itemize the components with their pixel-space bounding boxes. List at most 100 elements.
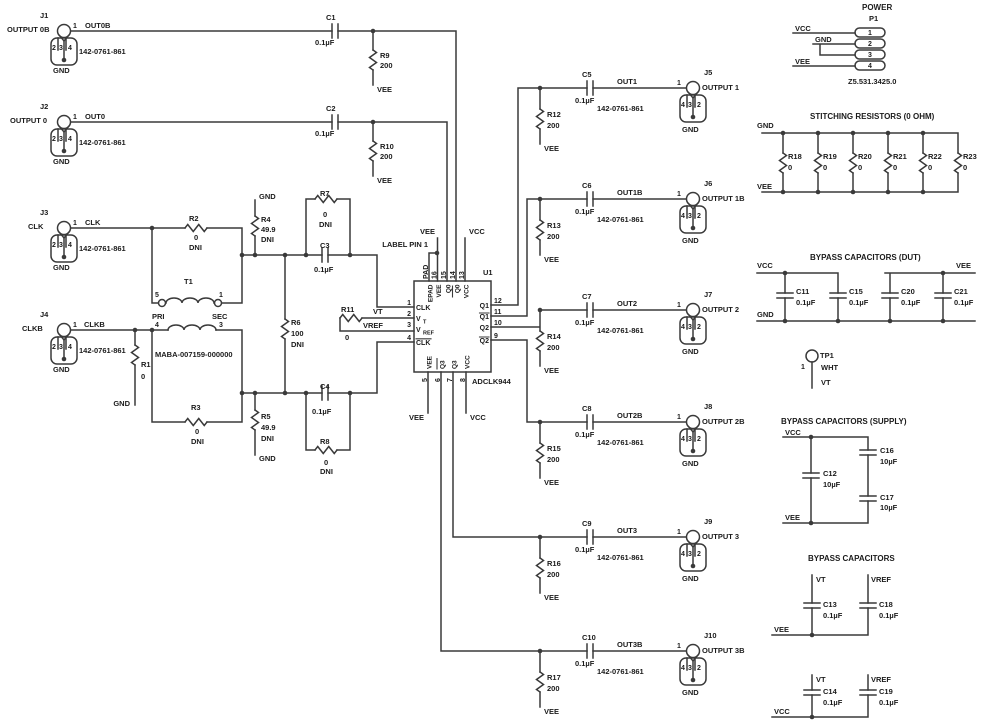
pin2-j3: 2	[52, 242, 56, 249]
dni-r5: DNI	[261, 434, 274, 443]
pin2-j7: 2	[697, 324, 701, 331]
part-t1: MABA-007159-000000	[155, 350, 233, 359]
pin3-j8: 3	[688, 436, 692, 443]
value-r9: 200	[380, 61, 393, 70]
pin2-j9: 2	[697, 551, 701, 558]
ref-r9: R9	[380, 51, 390, 60]
t1-pin1: 1	[219, 292, 223, 299]
pin-name-vt-sub: T	[423, 320, 427, 326]
pin1-j8: 1	[677, 414, 681, 421]
ref-j6: J6	[704, 179, 712, 188]
p1-pin4-pad	[854, 60, 886, 71]
junction-dots	[239, 252, 353, 396]
ref-j2: J2	[40, 102, 48, 111]
pin4-j6: 4	[681, 213, 685, 220]
label-j4: CLKB	[22, 324, 43, 333]
ref-c19: C19	[879, 687, 893, 696]
gnd-label: GND	[682, 125, 699, 134]
net-vt: VT	[816, 675, 826, 684]
pin1-j5: 1	[677, 80, 681, 87]
ref-c17: C17	[880, 493, 894, 502]
value-c3: 0.1µF	[314, 265, 334, 274]
pin1-j9: 1	[677, 529, 681, 536]
pin-name-q0b: Q0	[455, 284, 462, 293]
j2-out0-row: J2 OUTPUT 0 1 OUT0 2 3 4 142-0761-861 GN…	[10, 102, 448, 282]
pin3-j6: 3	[688, 213, 692, 220]
part-j5: 142-0761-861	[597, 104, 644, 113]
pin-name-vcc-bot: VCC	[465, 355, 472, 369]
ref-c15: C15	[849, 287, 863, 296]
gnd-label: GND	[682, 574, 699, 583]
net-out0b: OUT0B	[85, 21, 111, 30]
wires-refcaps-vee	[771, 574, 869, 636]
ref-r19: R19	[823, 152, 837, 161]
ref-c12: C12	[823, 469, 837, 478]
wire-out2b	[490, 339, 687, 479]
wire-out0b	[70, 30, 457, 282]
ref-c4: C4	[320, 382, 330, 391]
net-vref: VREF	[871, 675, 891, 684]
value-r4: 49.9	[261, 225, 276, 234]
pin3-j5: 3	[688, 102, 692, 109]
gnd-label: GND	[113, 399, 130, 408]
out2-row: C7 0.1µF 142-0761-861 OUT2 1 J7 OUTPUT 2…	[490, 290, 739, 375]
dni-r7: DNI	[319, 220, 332, 229]
ref-p1: P1	[869, 14, 878, 23]
gnd-label: GND	[53, 66, 70, 75]
pin-name-q3b: Q3	[440, 360, 447, 369]
ref-r2: R2	[189, 214, 199, 223]
pin-name-vcc-top: VCC	[464, 284, 471, 298]
value-c18: 0.1µF	[879, 611, 899, 620]
wires-dut	[756, 272, 976, 322]
gnd-label: GND	[757, 310, 774, 319]
gnd-label: GND	[259, 192, 276, 201]
vcc-label: VCC	[470, 413, 486, 422]
vee-label: VEE	[757, 182, 772, 191]
ref-c16: C16	[880, 446, 894, 455]
dni-r3: DNI	[191, 437, 204, 446]
gnd-label: GND	[53, 365, 70, 374]
refcaps-title: BYPASS CAPACITORS	[808, 554, 895, 563]
bypass-caps-vee-group: BYPASS CAPACITORS VT VREF C13 0.1µF C18 …	[771, 554, 899, 638]
pin1-j7: 1	[677, 302, 681, 309]
ic-top-bottom-wires	[427, 237, 467, 414]
pin3-j3: 3	[59, 242, 63, 249]
part-p1: Z5.531.3425.0	[848, 77, 896, 86]
pin-num-pad: PAD	[423, 265, 430, 279]
junction-dot	[370, 28, 376, 34]
j4-clkb-row: J4 CLKB 1 CLKB 2 3 4 142-0761-861 GND R1…	[22, 310, 245, 446]
net-out0: OUT0	[85, 112, 105, 121]
out1b-row: C6 0.1µF 142-0761-861 OUT1B 1 J6 OUTPUT …	[490, 179, 745, 317]
pin4-j1: 4	[68, 45, 72, 52]
dni-r8: DNI	[320, 467, 333, 476]
pin-name-q0: Q0	[446, 284, 453, 293]
pin-name-vref: V	[416, 327, 421, 334]
tp1-color: WHT	[821, 363, 838, 372]
wire-out2	[490, 309, 687, 367]
pin1-j3: 1	[73, 220, 77, 227]
stitching-title: STITCHING RESISTORS (0 OHM)	[810, 112, 935, 121]
vee-label: VEE	[544, 707, 559, 716]
ref-c5: C5	[582, 70, 592, 79]
input-network: GND R4 49.9 DNI R6 100 DNI R5 49.9 DNI G…	[239, 189, 415, 476]
bypass-caps-vcc-group: VT VREF C14 0.1µF C19 0.1µF VCC	[771, 674, 899, 720]
vee-label: VEE	[956, 261, 971, 270]
pin-num-5: 5	[422, 378, 429, 382]
value-c15: 0.1µF	[849, 298, 869, 307]
value-r23: 0	[963, 163, 967, 172]
vee-label: VEE	[544, 478, 559, 487]
ref-r8: R8	[320, 437, 330, 446]
part-j6: 142-0761-861	[597, 215, 644, 224]
ref-c2: C2	[326, 104, 336, 113]
out2b-row: C8 0.1µF 142-0761-861 OUT2B 1 J8 OUTPUT …	[490, 339, 745, 487]
pin1-j2: 1	[73, 114, 77, 121]
value-r1: 0	[141, 372, 145, 381]
ref-r23: R23	[963, 152, 977, 161]
net-out1: OUT1	[617, 77, 637, 86]
net-vref: VREF	[363, 321, 383, 330]
ref-r20: R20	[858, 152, 872, 161]
pin4-j7: 4	[681, 324, 685, 331]
p1-pin1: 1	[868, 30, 872, 37]
ref-j8: J8	[704, 402, 712, 411]
ref-tp1: TP1	[820, 351, 834, 360]
